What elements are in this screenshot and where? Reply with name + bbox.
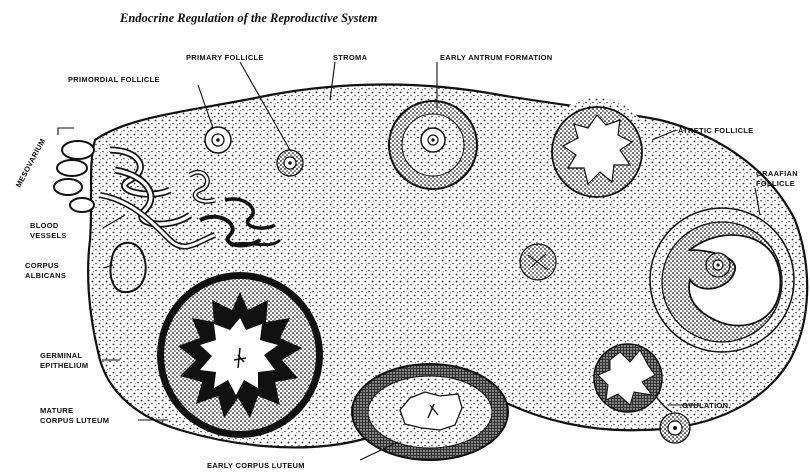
label-graafian-1: GRAAFIAN — [756, 169, 798, 178]
label-primordial-follicle: PRIMORDIAL FOLLICLE — [68, 75, 160, 84]
mature-corpus-luteum — [157, 272, 323, 438]
ovulated-oocyte — [660, 413, 690, 443]
label-germinal-2: EPITHELIUM — [40, 361, 88, 370]
label-blood-1: BLOOD — [30, 221, 59, 230]
primary-follicle — [277, 150, 303, 176]
label-mature-cl-1: MATURE — [40, 406, 73, 415]
label-corpus-albicans-2: ALBICANS — [25, 271, 66, 280]
label-stroma: STROMA — [333, 53, 368, 62]
corpus-albicans — [111, 243, 146, 292]
primordial-follicle — [205, 127, 231, 153]
label-corpus-albicans-1: CORPUS — [25, 261, 59, 270]
label-mature-cl-2: CORPUS LUTEUM — [40, 416, 109, 425]
label-atretic-follicle: ATRETIC FOLLICLE — [678, 126, 754, 135]
early-antrum-follicle — [389, 101, 477, 189]
label-graafian-2: FOLLICLE — [756, 179, 795, 188]
graafian-follicle — [650, 208, 794, 352]
early-corpus-luteum — [352, 364, 508, 460]
label-early-corpus-luteum: EARLY CORPUS LUTEUM — [207, 461, 305, 470]
atretic-follicle — [543, 98, 651, 206]
label-primary-follicle: PRIMARY FOLLICLE — [186, 53, 264, 62]
label-mesovarium: MESOVARIUM — [14, 137, 47, 189]
stromal-structure — [520, 244, 556, 280]
figure-title: Endocrine Regulation of the Reproductive… — [119, 11, 378, 25]
label-early-antrum: EARLY ANTRUM FORMATION — [440, 53, 552, 62]
label-blood-2: VESSELS — [30, 231, 67, 240]
label-ovulation: OVULATION — [682, 401, 728, 410]
label-germinal-1: GERMINAL — [40, 351, 83, 360]
